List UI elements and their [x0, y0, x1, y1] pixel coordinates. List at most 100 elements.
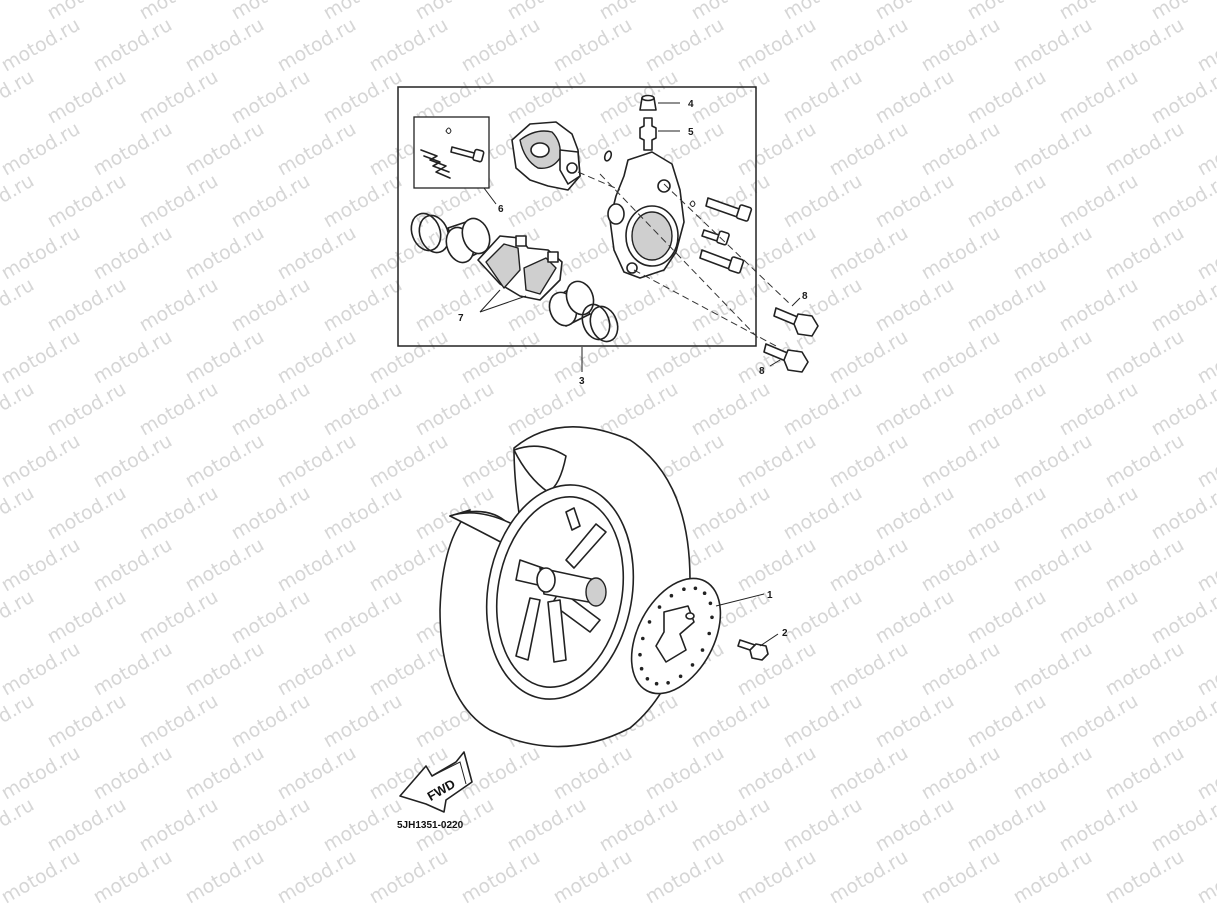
watermark-text: motod.ru [1056, 170, 1142, 233]
watermark-text: motod.ru [734, 222, 820, 285]
watermark-text: motod.ru [964, 482, 1050, 545]
watermark-text: motod.ru [136, 0, 222, 24]
watermark-text: motod.ru [0, 0, 38, 24]
piston-seals-left [410, 212, 450, 254]
watermark-text: motod.ru [182, 14, 268, 77]
watermark-text: motod.ru [274, 222, 360, 285]
alignment-lines [577, 171, 791, 347]
watermark-text: motod.ru [872, 482, 958, 545]
watermark-text: motod.ru [182, 534, 268, 597]
bleed-screw [639, 117, 657, 151]
watermark-text: motod.ru [780, 378, 866, 441]
watermark-text: motod.ru [1194, 846, 1217, 909]
watermark-text: motod.ru [596, 66, 682, 129]
watermark-text: motod.ru [1010, 742, 1096, 805]
brake-disc [630, 577, 722, 695]
pin-kit-inset [413, 116, 490, 189]
watermark-text: motod.ru [596, 794, 682, 857]
watermark-text: motod.ru [504, 794, 590, 857]
watermark-text: motod.ru [964, 586, 1050, 649]
watermark-text: motod.ru [918, 222, 1004, 285]
watermark-text: motod.ru [734, 846, 820, 909]
watermark-text: motod.ru [274, 846, 360, 909]
watermark-text: motod.ru [918, 534, 1004, 597]
watermark-text: motod.ru [1010, 222, 1096, 285]
watermark-text: motod.ru [780, 690, 866, 753]
watermark-text: motod.ru [504, 66, 590, 129]
watermark-text: motod.ru [274, 638, 360, 701]
watermark-text: motod.ru [136, 170, 222, 233]
watermark-text: motod.ru [688, 170, 774, 233]
watermark-text: motod.ru [0, 66, 38, 129]
watermark-text: motod.ru [1148, 170, 1217, 233]
watermark-text: motod.ru [1102, 14, 1188, 77]
watermark-text: motod.ru [872, 66, 958, 129]
watermark-text: motod.ru [918, 742, 1004, 805]
caliper-bracket [511, 121, 581, 191]
watermark-text: motod.ru [182, 326, 268, 389]
watermark-text: motod.ru [228, 586, 314, 649]
watermark-text: motod.ru [44, 378, 130, 441]
watermark-text: motod.ru [320, 0, 406, 24]
watermark-text: motod.ru [734, 14, 820, 77]
watermark-text: motod.ru [734, 430, 820, 493]
watermark-text: motod.ru [1194, 742, 1217, 805]
watermark-text: motod.ru [826, 222, 912, 285]
watermark-text: motod.ru [458, 742, 544, 805]
watermark-text: motod.ru [182, 430, 268, 493]
watermark-text: motod.ru [44, 274, 130, 337]
watermark-text: motod.ru [182, 846, 268, 909]
watermark-text: motod.ru [320, 690, 406, 753]
watermark-text: motod.ru [0, 274, 38, 337]
watermark-text: motod.ru [780, 0, 866, 24]
caliper-body [607, 151, 685, 279]
watermark-text: motod.ru [412, 0, 498, 24]
watermark-text: motod.ru [734, 742, 820, 805]
watermark-text: motod.ru [1056, 690, 1142, 753]
watermark-text: motod.ru [918, 326, 1004, 389]
watermark-text: motod.ru [596, 274, 682, 337]
disc-hole [690, 663, 695, 667]
callout-8-lower: 8 [759, 366, 765, 377]
bleed-screw-cap [639, 94, 657, 111]
watermark-text: motod.ru [90, 118, 176, 181]
watermark-text: motod.ru [274, 534, 360, 597]
watermark-text: motod.ru [1010, 14, 1096, 77]
watermark-text: motod.ru [44, 482, 130, 545]
watermark-text: motod.ru [826, 742, 912, 805]
disc-hole [700, 648, 705, 652]
watermark-text: motod.ru [228, 66, 314, 129]
watermark-text: motod.ru [550, 14, 636, 77]
disc-hole [682, 587, 686, 591]
disc-hole [702, 591, 707, 595]
watermark-text: motod.ru [458, 326, 544, 389]
watermark-text: motod.ru [872, 0, 958, 24]
callout-6: 6 [498, 204, 504, 215]
watermark-text: motod.ru [90, 534, 176, 597]
watermark-text: motod.ru [228, 794, 314, 857]
watermark-text: motod.ru [136, 690, 222, 753]
watermark-text: motod.ru [228, 482, 314, 545]
watermark-text: motod.ru [964, 170, 1050, 233]
watermark-text: motod.ru [1056, 482, 1142, 545]
watermark-text: motod.ru [826, 118, 912, 181]
watermark-text: motod.ru [320, 794, 406, 857]
watermark-text: motod.ru [1010, 118, 1096, 181]
watermark-text: motod.ru [274, 430, 360, 493]
watermark-text: motod.ru [688, 794, 774, 857]
watermark-text: motod.ru [872, 274, 958, 337]
watermark-text: motod.ru [136, 274, 222, 337]
watermark-text: motod.ru [1194, 430, 1217, 493]
watermark-text: motod.ru [320, 274, 406, 337]
watermark-text: motod.ru [1102, 846, 1188, 909]
watermark-text: motod.ru [44, 66, 130, 129]
watermark-text: motod.ru [872, 794, 958, 857]
watermark-text: motod.ru [1102, 742, 1188, 805]
watermark-text: motod.ru [182, 222, 268, 285]
caliper-bolt-lower [763, 343, 809, 373]
watermark-text: motod.ru [826, 326, 912, 389]
watermark-text: motod.ru [0, 118, 84, 181]
watermark-text: motod.ru [1010, 534, 1096, 597]
watermark-text: motod.ru [688, 274, 774, 337]
watermark-text: motod.ru [0, 794, 38, 857]
